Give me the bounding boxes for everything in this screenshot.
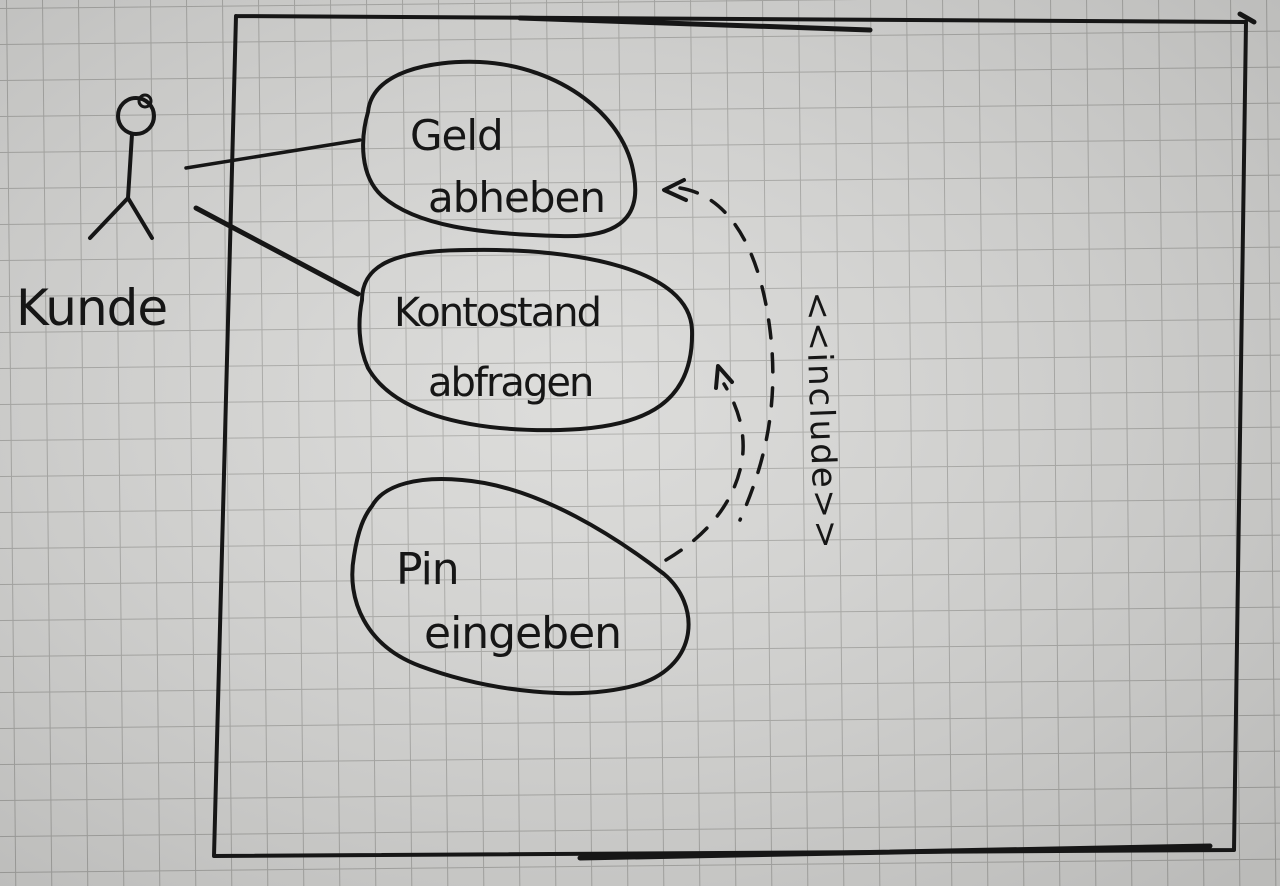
use-case-label-line: abheben — [428, 173, 605, 222]
actor-stick-figure — [88, 93, 156, 240]
actor-body — [126, 132, 134, 200]
use-case-ellipse-kontostand-abfragen — [357, 247, 695, 433]
include-line-kontostand-abfragen — [664, 382, 745, 562]
use-case-ellipse-pin-eingeben — [350, 477, 691, 696]
include-line-geld-abheben — [678, 186, 775, 522]
system-boundary — [212, 14, 1248, 858]
use-case-label-line: Pin — [396, 544, 459, 595]
association-line-geld-abheben — [184, 138, 362, 170]
use-case-ellipse-geld-abheben — [361, 59, 638, 239]
actor-head — [116, 96, 156, 136]
use-case-label-line: abfragen — [428, 360, 592, 406]
actor-legs — [88, 196, 154, 240]
use-case-label-line: Kontostand — [394, 290, 600, 336]
system-boundary-emphasis — [517, 11, 1257, 861]
use-case-label-line: Geld — [410, 111, 503, 160]
use-case-label-pin-eingeben: Pin eingeben — [396, 544, 621, 659]
include-stereotype-label: <<include>> — [797, 291, 846, 551]
association-line-kontostand-abfragen — [193, 205, 361, 297]
include-arrowhead-kontostand-abfragen — [714, 364, 734, 390]
include-arrowhead-geld-abheben — [662, 178, 688, 202]
use-case-label-line: eingeben — [424, 608, 621, 659]
use-case-label-kontostand-abfragen: Kontostand abfragen — [394, 290, 611, 406]
use-case-label-geld-abheben: Geld abheben — [410, 111, 605, 222]
actor-name: Kunde — [16, 279, 167, 337]
actor-eye — [137, 93, 153, 109]
